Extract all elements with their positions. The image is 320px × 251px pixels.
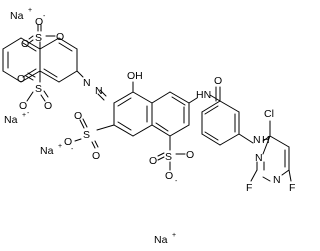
sodium-ion-label: Na [4,114,18,126]
oxygen-atom-label: O [21,38,29,50]
oxygen-atom-label: O [92,150,100,162]
oxygen-atom-label: O [165,170,173,182]
negative-charge-label: - [43,13,46,20]
carbonyl-oxygen-label: O [214,75,222,87]
nitrogen-atom-label: N [95,85,103,97]
nitrogen-atom-label: N [83,77,91,89]
nitrogen-atom-label: N [255,152,263,164]
negative-charge-label: - [175,178,178,185]
oxygen-atom-label: O [64,136,72,148]
sodium-ion-label: Na [154,234,168,246]
negative-charge-label: - [71,146,74,153]
molecule-diagram: Na + Na + Na + Na + O - S O O S O O O - … [2,7,295,246]
oxygen-atom-label: O [44,100,52,112]
positive-charge-label: + [28,7,32,14]
sulfur-atom-label: S [83,129,90,141]
fluorine-atom-label: F [289,182,295,194]
sulfur-atom-label: S [165,151,172,163]
oxygen-atom-label: O [74,110,82,122]
nitrogen-atom-label: N [273,174,281,186]
sulfur-atom-label: S [35,32,42,44]
positive-charge-label: + [58,143,62,150]
bonds [2,24,292,182]
chlorine-atom-label: Cl [264,108,274,120]
oxygen-atom-label: O [17,73,25,85]
hydroxyl-label: OH [127,70,143,82]
hydrogen-atom-label: H [262,134,270,146]
fluorine-atom-label: F [246,182,252,194]
oxygen-atom-label: O [56,31,64,43]
amide-nitrogen-label: HN [196,89,211,101]
negative-charge-label: - [27,110,30,117]
nitrogen-atom-label: N [253,134,261,146]
positive-charge-label: + [172,232,176,239]
atom-labels: Na + Na + Na + Na + O - S O O S O O O - … [4,7,295,246]
oxygen-atom-label: O [35,16,43,28]
sodium-ion-label: Na [10,10,24,22]
structure-svg: Na + Na + Na + Na + O - S O O S O O O - … [2,7,295,246]
sulfur-atom-label: S [35,83,42,95]
oxygen-atom-label: O [19,100,27,112]
sodium-ion-label: Na [40,145,54,157]
positive-charge-label: + [22,112,26,119]
oxygen-atom-label: O [149,155,157,167]
oxygen-atom-label: O [186,149,194,161]
